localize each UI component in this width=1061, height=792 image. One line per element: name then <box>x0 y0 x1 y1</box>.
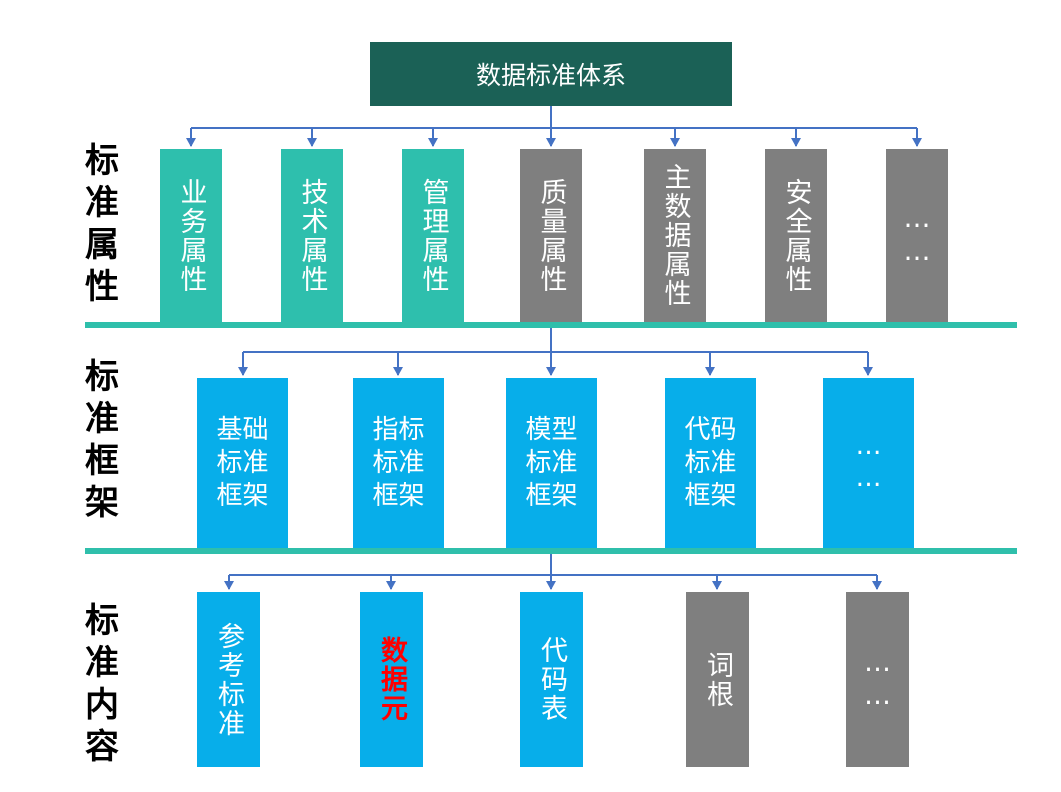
framework-node-label: 基础标准框架 <box>216 414 269 511</box>
content-node-label: 词根 <box>702 650 733 709</box>
content-node-label-highlight: 数据元 <box>376 636 407 723</box>
framework-node: 指标标准框架 <box>353 378 444 548</box>
content-node: 词根 <box>686 592 749 767</box>
side-label-framework: 标准框架 <box>85 357 119 523</box>
framework-node: 模型标准框架 <box>506 378 597 548</box>
attribute-node-label: 技术属性 <box>296 177 328 294</box>
framework-node-label: 代码标准框架 <box>684 414 737 511</box>
framework-node-label: 指标标准框架 <box>372 414 425 511</box>
attribute-node: 安全属性 <box>765 149 827 322</box>
content-node: …… <box>846 592 909 767</box>
content-node: 数据元 <box>360 592 423 767</box>
framework-node: 基础标准框架 <box>197 378 288 548</box>
side-label-content: 标准内容 <box>85 601 119 767</box>
attribute-node: 技术属性 <box>281 149 343 322</box>
framework-node-label: …… <box>853 431 884 495</box>
attribute-node-label: 安全属性 <box>780 177 812 294</box>
framework-node-label: 模型标准框架 <box>525 414 578 511</box>
content-node: 参考标准 <box>197 592 260 767</box>
content-node: 代码表 <box>520 592 583 767</box>
attribute-node: 管理属性 <box>402 149 464 322</box>
content-node-label: …… <box>862 646 893 713</box>
attribute-node-label: 质量属性 <box>535 177 567 294</box>
content-node-label: 代码表 <box>536 636 567 723</box>
attribute-node: 业务属性 <box>160 149 222 322</box>
attribute-node-label: …… <box>901 202 933 269</box>
framework-node: 代码标准框架 <box>665 378 756 548</box>
attribute-node-label: 主数据属性 <box>659 163 691 308</box>
framework-node: …… <box>823 378 914 548</box>
attribute-node: 主数据属性 <box>644 149 706 322</box>
attribute-node: …… <box>886 149 948 322</box>
divider-attributes <box>85 322 1017 328</box>
divider-framework <box>85 548 1017 554</box>
side-label-attributes: 标准属性 <box>85 141 119 307</box>
root-node: 数据标准体系 <box>370 42 732 106</box>
attribute-node-label: 业务属性 <box>175 177 207 294</box>
attribute-node-label: 管理属性 <box>417 177 449 294</box>
attribute-node: 质量属性 <box>520 149 582 322</box>
root-node-label: 数据标准体系 <box>475 61 626 90</box>
content-node-label: 参考标准 <box>213 621 244 738</box>
